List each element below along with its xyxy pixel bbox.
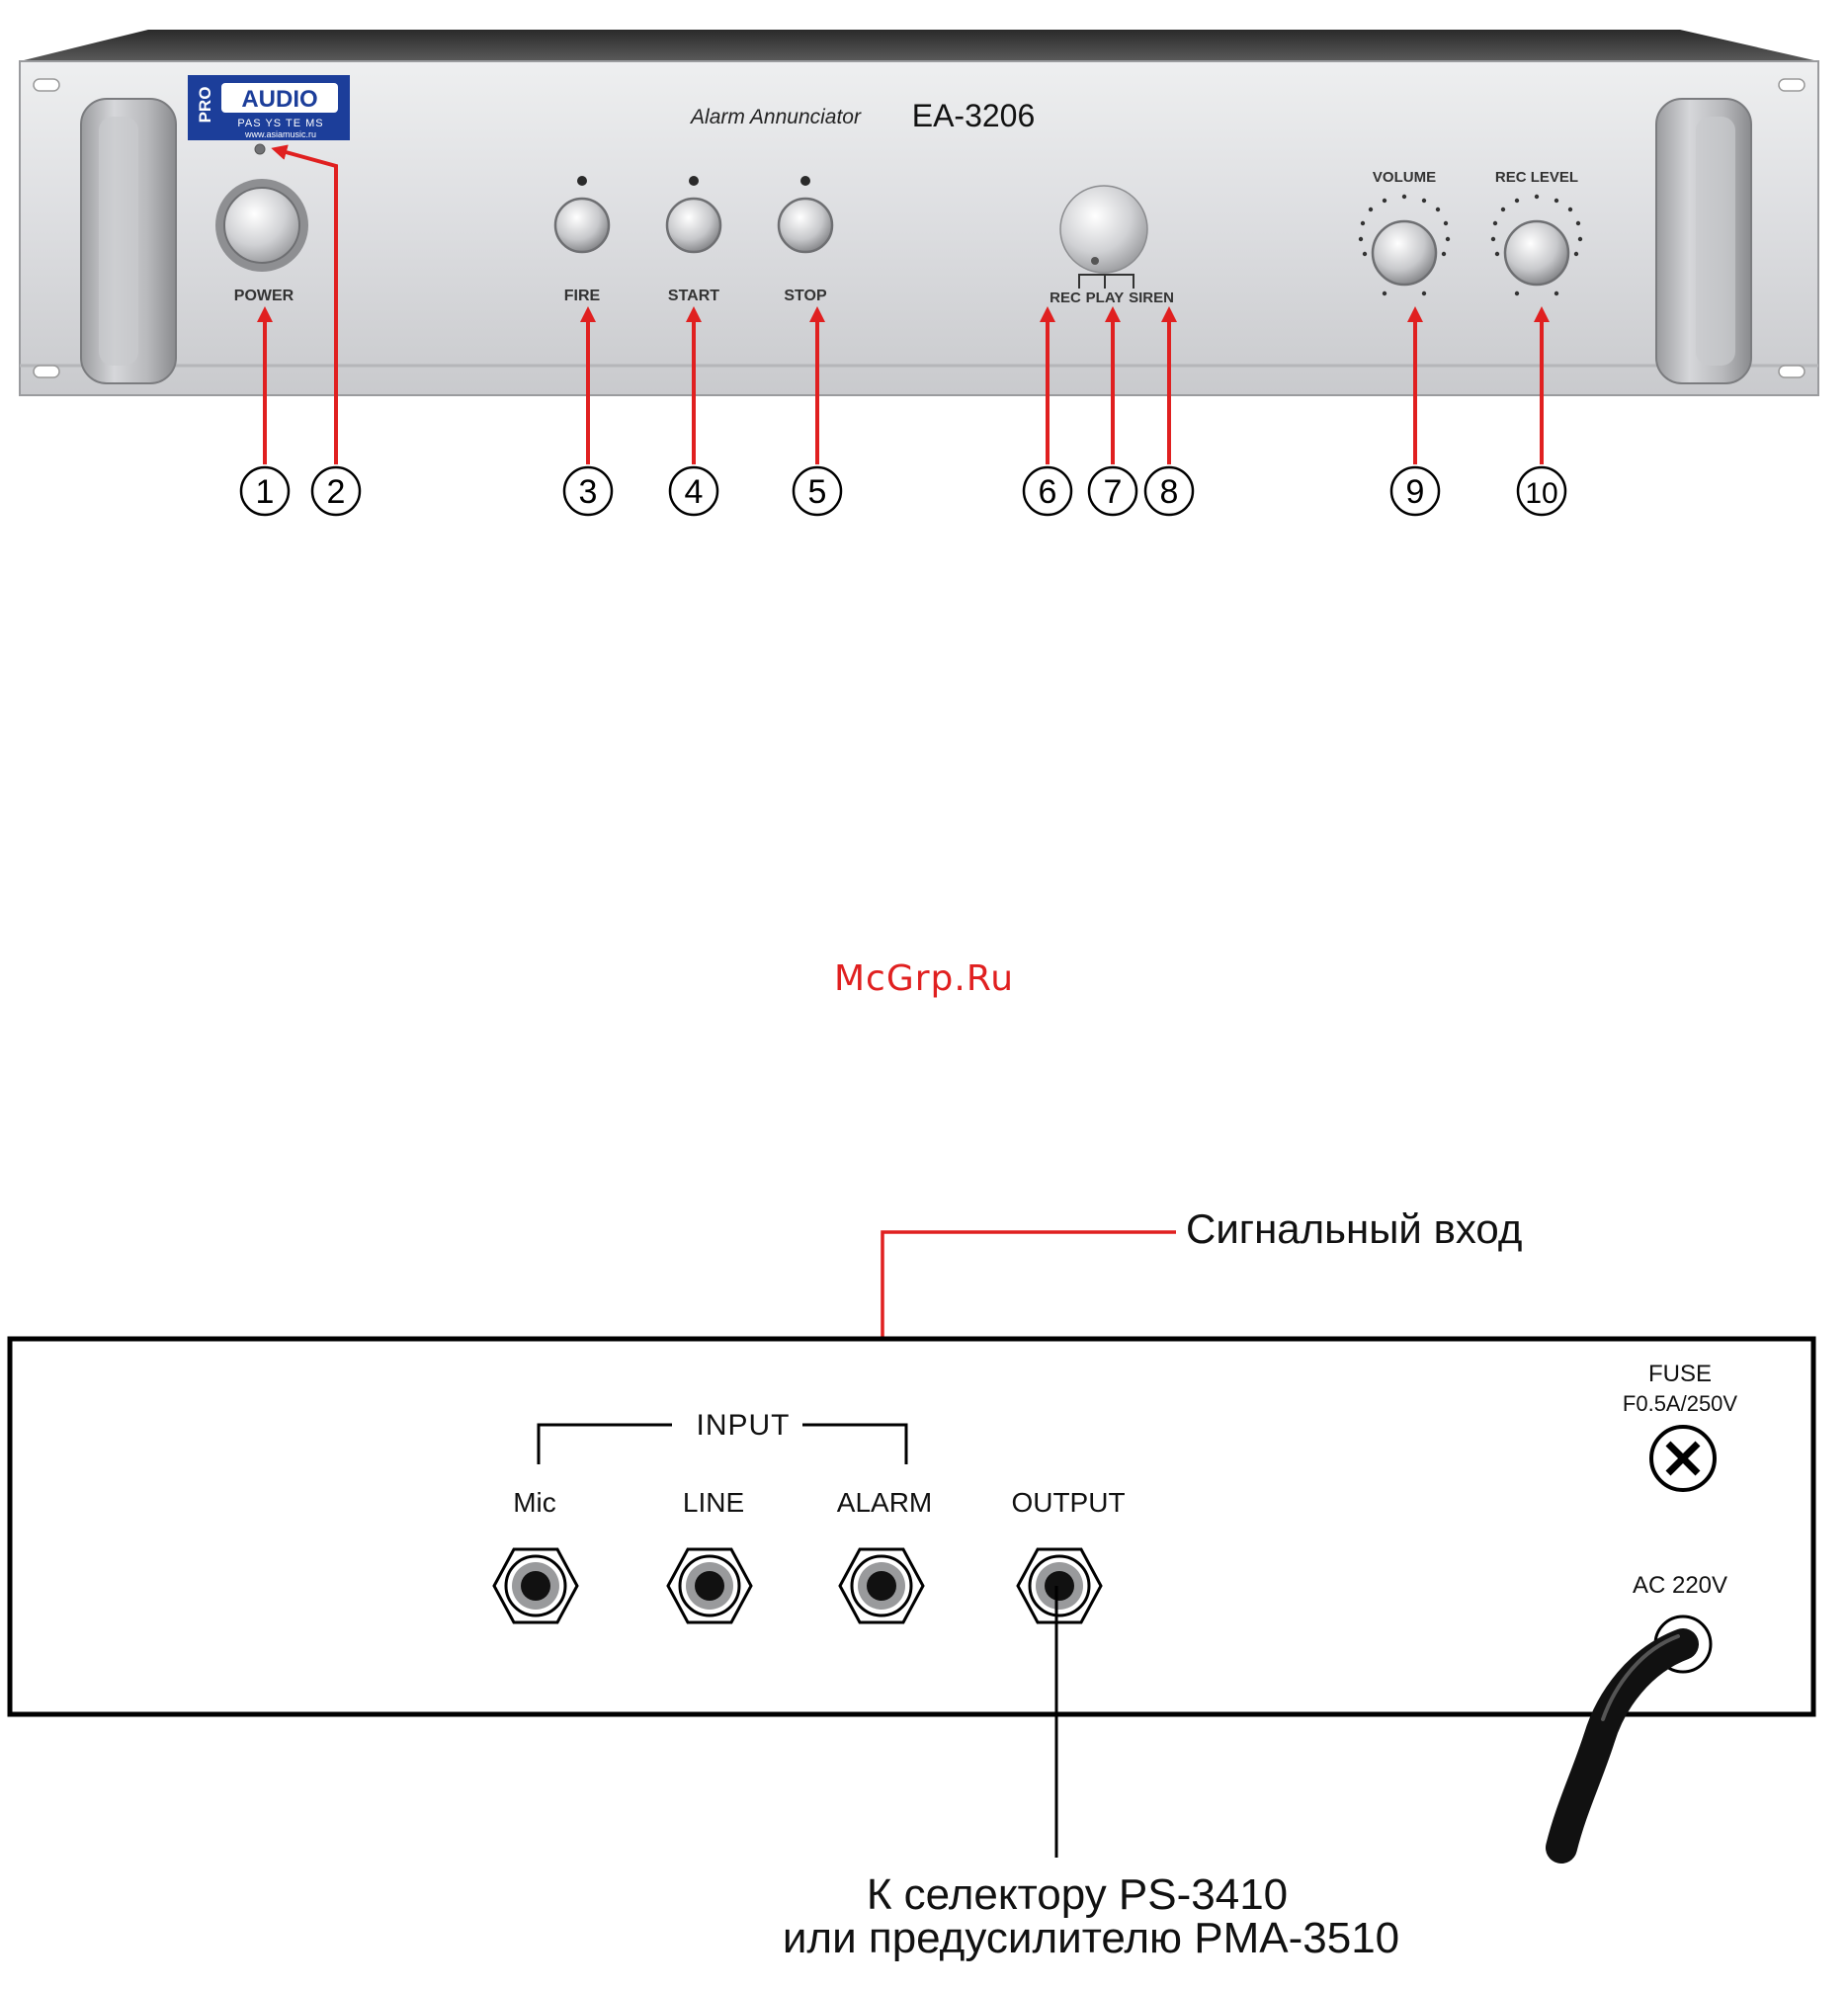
rec-label: REC <box>1050 290 1081 306</box>
output-destination-line2: или предусилителю PMA-3510 <box>783 1914 1399 1962</box>
stop-led <box>800 176 810 186</box>
rear-panel: Сигнальный вход INPUT Mic LINE ALARM OUT… <box>10 1205 1813 1962</box>
fire-label: FIRE <box>564 288 601 304</box>
rack-slot <box>1779 366 1805 377</box>
rec-level-knob[interactable] <box>1505 221 1568 285</box>
rack-slot <box>34 366 59 377</box>
callout-label-6: 6 <box>1039 473 1057 511</box>
input-group-label: INPUT <box>697 1409 791 1442</box>
siren-label: SIREN <box>1129 290 1174 306</box>
fuse-rating: F0.5A/250V <box>1623 1391 1738 1416</box>
rack-slot <box>34 79 59 91</box>
callout-number-labels: 1 2 3 4 5 6 7 8 9 10 <box>256 473 1558 511</box>
signal-input-label: Сигнальный вход <box>1186 1205 1522 1252</box>
callout-label-3: 3 <box>579 473 598 511</box>
brand-website: www.asiamusic.ru <box>244 129 316 139</box>
brand-logo: PRO AUDIO PAS YS TE MS www.asiamusic.ru <box>188 75 350 140</box>
callout-label-5: 5 <box>808 473 827 511</box>
brand-audio: AUDIO <box>241 86 317 113</box>
alarm-jack[interactable] <box>840 1549 923 1622</box>
start-button[interactable] <box>667 199 720 252</box>
output-jack[interactable] <box>1018 1549 1101 1622</box>
brand-pro: PRO <box>196 87 214 124</box>
mode-selector-knob[interactable] <box>1060 186 1147 273</box>
ac-label: AC 220V <box>1633 1572 1727 1599</box>
callout-label-1: 1 <box>256 473 275 511</box>
rack-handle-left-inner <box>99 117 138 366</box>
alarm-jack-label: ALARM <box>837 1487 932 1518</box>
output-jack-label: OUTPUT <box>1011 1487 1125 1518</box>
brand-systems: PAS YS TE MS <box>237 118 323 129</box>
model-number: EA-3206 <box>912 98 1036 133</box>
start-label: START <box>668 288 719 304</box>
mode-pointer <box>1091 257 1099 265</box>
mic-jack[interactable] <box>494 1549 577 1622</box>
watermark: McGrp.Ru <box>0 958 1848 999</box>
fuse-holder[interactable] <box>1651 1427 1715 1490</box>
callout-label-4: 4 <box>685 473 704 511</box>
mic-jack-label: Mic <box>513 1487 556 1518</box>
line-jack-label: LINE <box>683 1487 744 1518</box>
output-destination-line1: К селектору PS-3410 <box>867 1870 1288 1919</box>
stop-label: STOP <box>784 288 827 304</box>
callout-numbers <box>241 467 1565 515</box>
fuse-title: FUSE <box>1648 1361 1712 1387</box>
start-led <box>689 176 699 186</box>
volume-label: VOLUME <box>1373 169 1436 186</box>
rack-handle-right-inner <box>1696 117 1735 366</box>
power-button[interactable] <box>224 188 299 263</box>
rec-level-label: REC LEVEL <box>1495 169 1578 186</box>
front-panel: PRO AUDIO PAS YS TE MS www.asiamusic.ru … <box>20 30 1818 395</box>
fire-button[interactable] <box>555 199 609 252</box>
line-jack[interactable] <box>668 1549 751 1622</box>
fire-led <box>577 176 587 186</box>
callout-label-2: 2 <box>327 473 346 511</box>
callout-label-10: 10 <box>1525 477 1557 510</box>
volume-knob[interactable] <box>1373 221 1436 285</box>
chassis-top <box>20 30 1818 61</box>
callout-label-8: 8 <box>1160 473 1179 511</box>
stop-button[interactable] <box>779 199 832 252</box>
play-label: PLAY <box>1086 290 1125 306</box>
model-caption: Alarm Annunciator <box>689 106 862 128</box>
rear-panel-outline <box>10 1339 1813 1714</box>
power-indicator-led <box>255 144 265 154</box>
callout-label-9: 9 <box>1406 473 1425 511</box>
callout-label-7: 7 <box>1104 473 1123 511</box>
power-label: POWER <box>234 288 294 304</box>
rack-slot <box>1779 79 1805 91</box>
